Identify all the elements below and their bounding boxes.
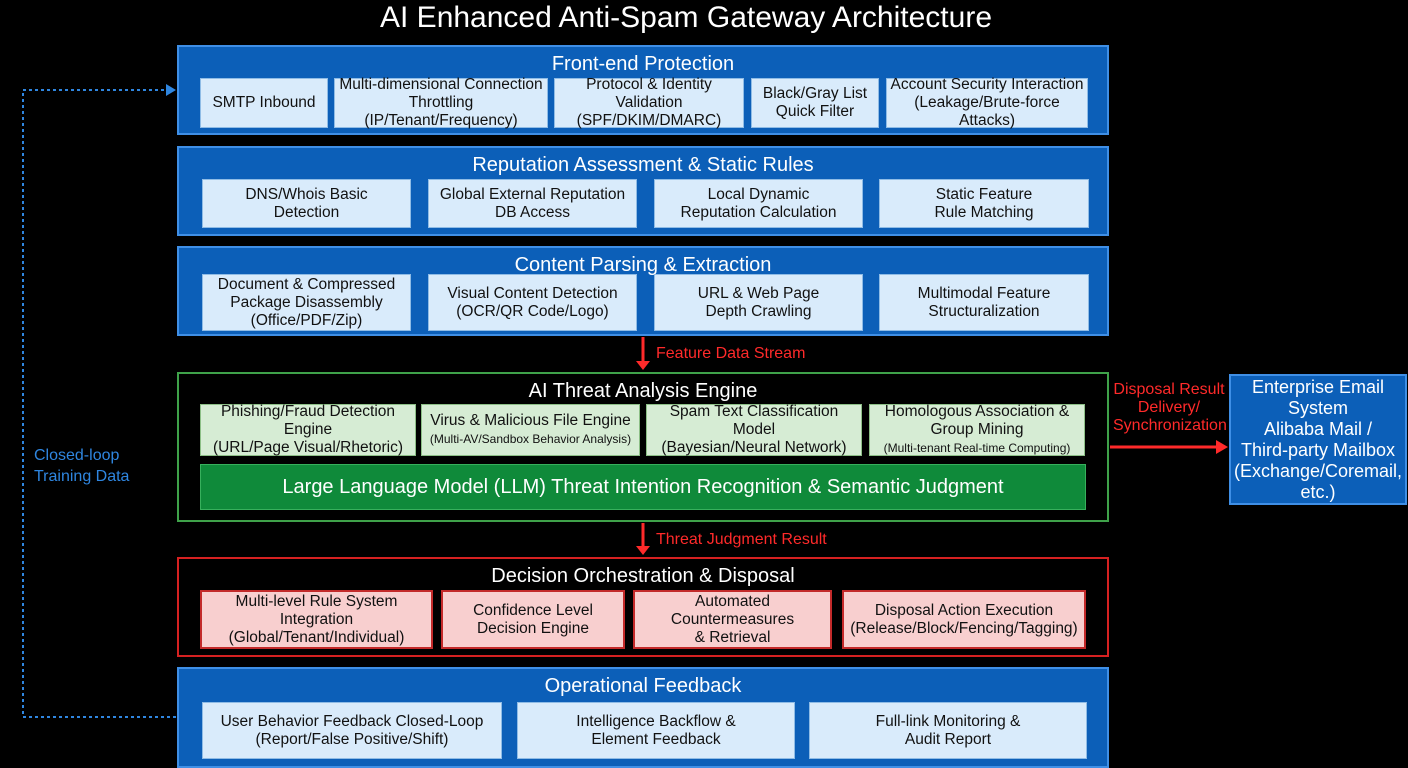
diagram-title: AI Enhanced Anti-Spam Gateway Architectu…: [380, 1, 992, 34]
llm-judgment-bar: Large Language Model (LLM) Threat Intent…: [200, 464, 1086, 510]
virus-engine-box: Virus & Malicious File Engine (Multi-AV/…: [421, 404, 640, 456]
dns-whois-box: DNS/Whois Basic Detection: [202, 179, 411, 228]
enterprise-email-system-box: Enterprise Email System Alibaba Mail / T…: [1229, 374, 1407, 505]
spam-classification-box: Spam Text Classification Model (Bayesian…: [646, 403, 862, 456]
operational-feedback-layer: Operational Feedback User Behavior Feedb…: [177, 667, 1109, 768]
content-title: Content Parsing & Extraction: [514, 254, 772, 276]
homologous-subtitle: (Multi-tenant Real-time Computing): [883, 441, 1071, 455]
confidence-engine-box: Confidence Level Decision Engine: [441, 590, 625, 649]
closed-loop-arrow: [22, 84, 176, 718]
threat-result-arrow: [636, 523, 650, 555]
virus-engine-title: Virus & Malicious File Engine: [430, 412, 631, 429]
static-feature-box: Static Feature Rule Matching: [879, 179, 1089, 228]
decision-layer: Decision Orchestration & Disposal Multi-…: [177, 557, 1109, 657]
ai-threat-engine-layer: AI Threat Analysis Engine Phishing/Fraud…: [177, 372, 1109, 522]
url-crawling-box: URL & Web Page Depth Crawling: [654, 274, 863, 331]
front-end-title: Front-end Protection: [551, 53, 735, 75]
document-disassembly-box: Document & Compressed Package Disassembl…: [202, 274, 411, 331]
disposal-action-box: Disposal Action Execution (Release/Block…: [842, 590, 1086, 649]
connection-throttling-box: Multi-dimensional Connection Throttling …: [334, 76, 548, 129]
homologous-title: Homologous Association & Group Mining: [884, 403, 1070, 438]
user-behavior-feedback-box: User Behavior Feedback Closed-Loop (Repo…: [202, 702, 502, 759]
visual-content-box: Visual Content Detection (OCR/QR Code/Lo…: [428, 274, 637, 331]
account-security-box: Account Security Interaction (Leakage/Br…: [886, 76, 1088, 129]
global-reputation-box: Global External Reputation DB Access: [428, 179, 637, 228]
virus-engine-subtitle: (Multi-AV/Sandbox Behavior Analysis): [429, 432, 632, 446]
front-end-protection-layer: Front-end Protection SMTP Inbound Multi-…: [177, 45, 1109, 135]
multimodal-feature-box: Multimodal Feature Structuralization: [879, 274, 1089, 331]
disposal-delivery-label: Disposal Result Delivery/ Synchronizatio…: [1113, 381, 1227, 434]
content-parsing-layer: Content Parsing & Extraction Document & …: [177, 246, 1109, 336]
decision-title: Decision Orchestration & Disposal: [491, 565, 795, 587]
feature-stream-arrow: [636, 337, 650, 370]
disposal-delivery-arrow: [1110, 440, 1228, 454]
full-link-monitoring-box: Full-link Monitoring & Audit Report: [809, 702, 1087, 759]
phishing-engine-box: Phishing/Fraud Detection Engine (URL/Pag…: [200, 403, 416, 456]
reputation-title: Reputation Assessment & Static Rules: [472, 154, 814, 176]
engine-title: AI Threat Analysis Engine: [528, 380, 758, 402]
closed-loop-label: Closed-loop Training Data: [34, 447, 130, 485]
reputation-layer: Reputation Assessment & Static Rules DNS…: [177, 146, 1109, 236]
feature-data-stream-label: Feature Data Stream: [656, 345, 806, 362]
feedback-title: Operational Feedback: [544, 675, 742, 697]
countermeasures-box: Automated Countermeasures & Retrieval: [633, 590, 832, 649]
multi-level-rule-box: Multi-level Rule System Integration (Glo…: [200, 590, 433, 649]
protocol-identity-box: Protocol & Identity Validation (SPF/DKIM…: [554, 76, 744, 129]
homologous-association-box: Homologous Association & Group Mining (M…: [869, 403, 1085, 456]
smtp-inbound-box: SMTP Inbound: [200, 78, 328, 128]
local-reputation-box: Local Dynamic Reputation Calculation: [654, 179, 863, 228]
intelligence-backflow-box: Intelligence Backflow & Element Feedback: [517, 702, 795, 759]
threat-judgment-label: Threat Judgment Result: [656, 531, 827, 548]
black-gray-list-box: Black/Gray List Quick Filter: [751, 78, 879, 128]
